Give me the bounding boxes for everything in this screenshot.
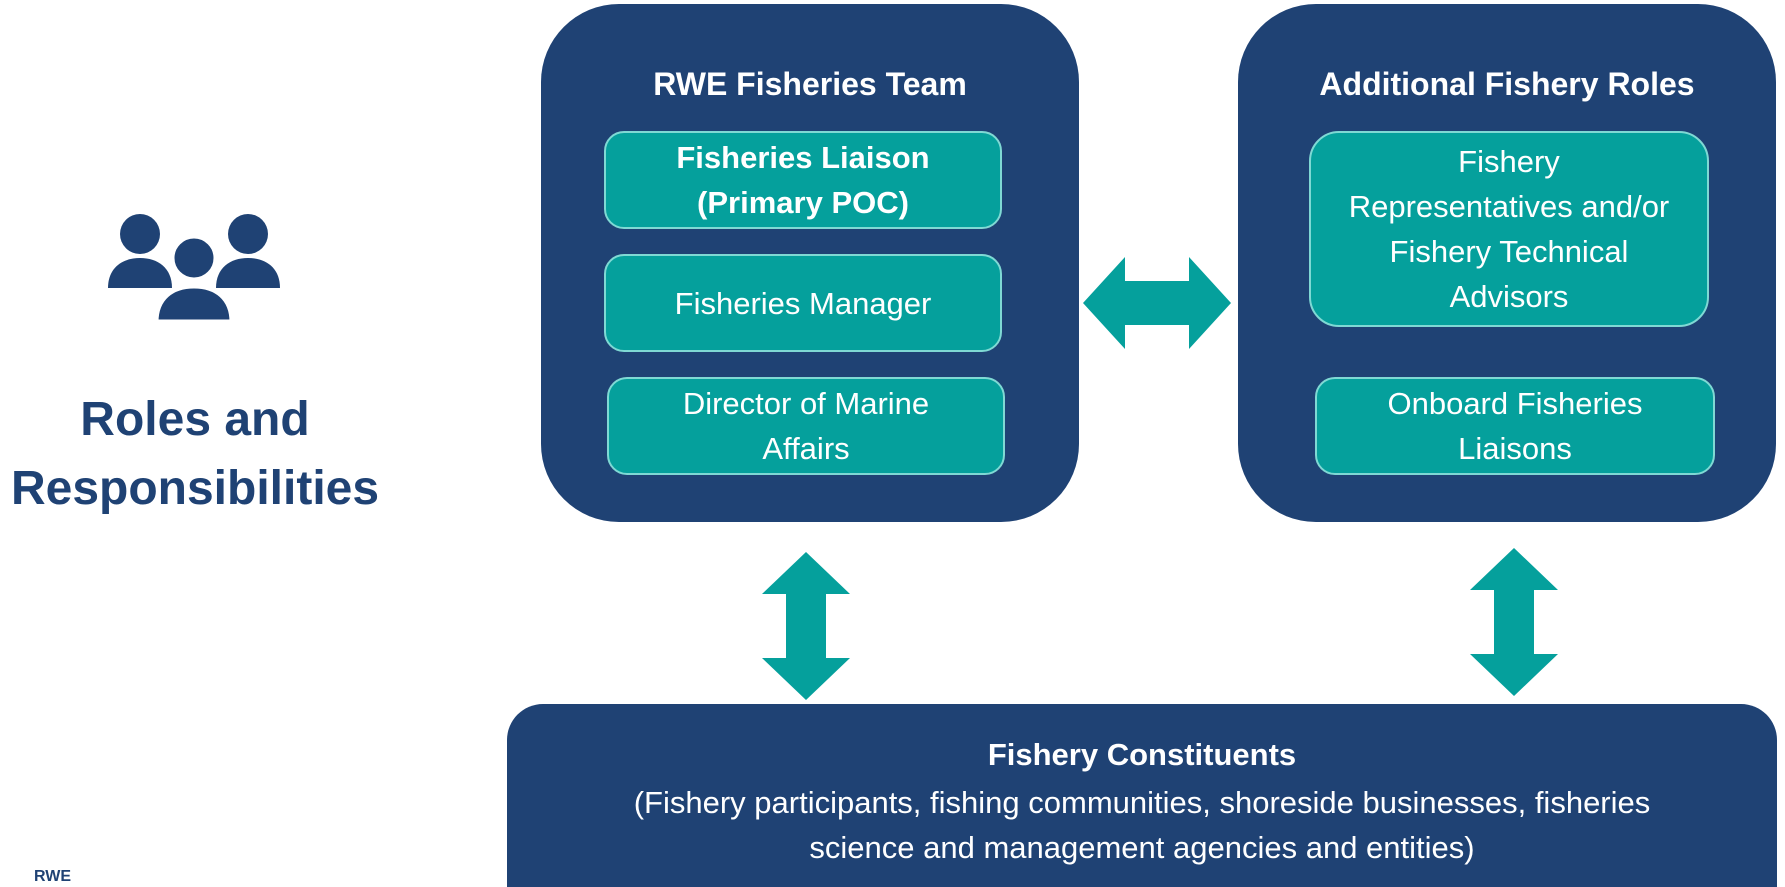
people-group-icon <box>108 214 280 322</box>
double-arrow-vertical-icon <box>1470 548 1558 696</box>
brand-logo-text: RWE <box>34 868 72 885</box>
section-title: Roles and Responsibilities <box>0 385 390 523</box>
team-panel-title: RWE Fisheries Team <box>653 66 967 102</box>
role-director-marine-affairs: Director of Marine Affairs <box>607 377 1005 475</box>
team-panel: RWE Fisheries Team Fisheries Liaison (Pr… <box>541 4 1079 522</box>
role-line: Liaisons <box>1458 431 1572 466</box>
additional-panel: Additional Fishery Roles Fishery Represe… <box>1238 4 1776 522</box>
constituents-desc-line: science and management agencies and enti… <box>809 830 1475 865</box>
role-fishery-representatives: Fishery Representatives and/or Fishery T… <box>1309 131 1709 327</box>
role-fisheries-manager: Fisheries Manager <box>604 254 1002 352</box>
constituents-panel: Fishery Constituents (Fishery participan… <box>507 704 1777 887</box>
role-line: Advisors <box>1449 279 1569 314</box>
role-line: Representatives and/or <box>1348 189 1670 224</box>
role-line: Affairs <box>762 431 850 466</box>
role-line: Fisheries Manager <box>674 285 932 321</box>
additional-panel-title: Additional Fishery Roles <box>1319 66 1695 102</box>
role-line: Onboard Fisheries <box>1387 386 1643 421</box>
section-title-line2: Responsibilities <box>10 462 380 515</box>
section-title-line1: Roles and <box>80 393 310 446</box>
role-fisheries-liaison: Fisheries Liaison (Primary POC) <box>604 131 1002 229</box>
role-line: (Primary POC) <box>697 185 909 220</box>
role-onboard-fisheries-liaisons: Onboard Fisheries Liaisons <box>1315 377 1715 475</box>
role-line: Director of Marine <box>682 386 930 421</box>
constituents-title: Fishery Constituents <box>987 737 1297 772</box>
double-arrow-vertical-icon <box>762 552 850 700</box>
double-arrow-horizontal-icon <box>1083 257 1231 349</box>
role-line: Fishery Technical <box>1389 234 1629 269</box>
constituents-desc-line: (Fishery participants, fishing communiti… <box>633 785 1651 820</box>
role-line: Fishery <box>1458 144 1560 179</box>
constituents-description: (Fishery participants, fishing communiti… <box>547 780 1737 870</box>
role-line: Fisheries Liaison <box>676 140 930 175</box>
